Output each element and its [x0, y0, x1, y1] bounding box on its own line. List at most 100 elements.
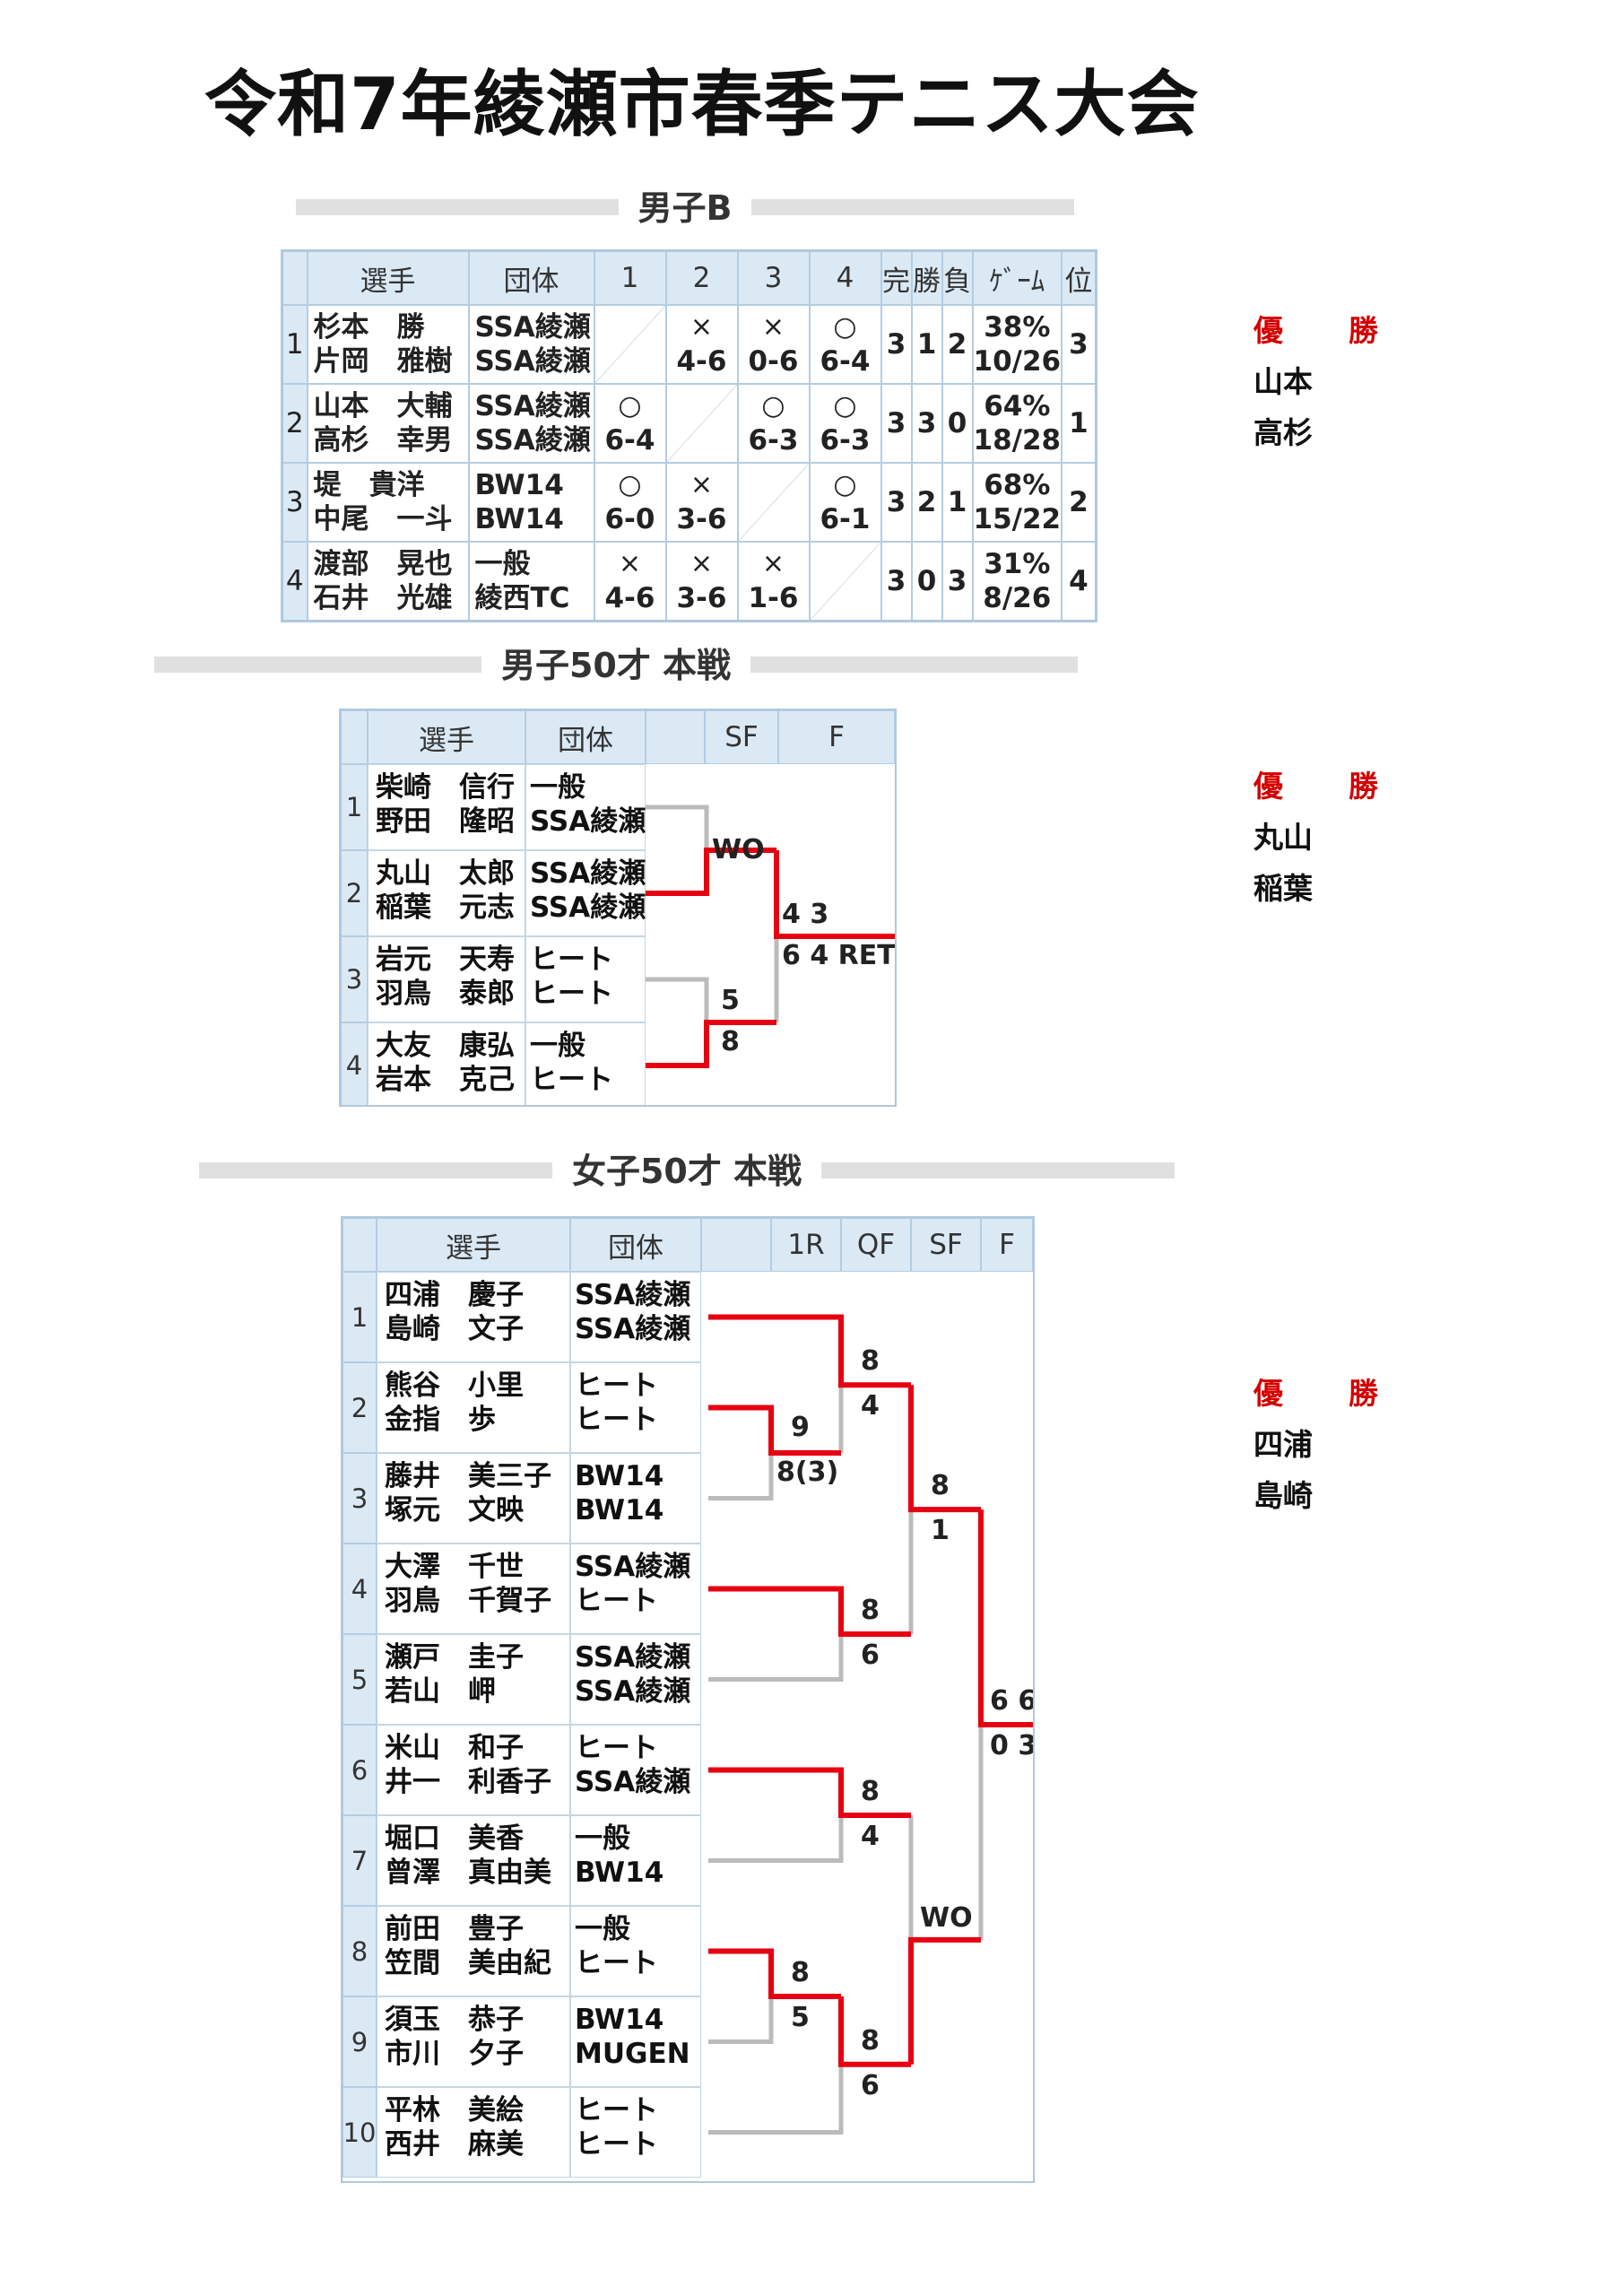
table-header-row: 選手 団体 1 2 3 4 完 勝 負 ｹﾞｰﾑ 位: [281, 249, 1097, 306]
seed-number: 7: [343, 1815, 377, 1906]
team-name: 一般: [575, 1913, 630, 1945]
bracket-col-header: SF: [705, 710, 778, 764]
team-name: SSA綾瀬: [575, 1641, 691, 1674]
match-score: 8: [791, 1957, 810, 1988]
game-fraction: 18/28: [973, 424, 1062, 457]
player-name: 金指 歩: [385, 1404, 496, 1436]
result-score: 0-6: [748, 345, 799, 378]
team-names: ヒートヒート: [525, 936, 646, 1022]
result-mark: ×: [618, 548, 642, 579]
match-result: ○6-3: [808, 383, 882, 464]
col-header: 2: [664, 249, 739, 306]
bracket-col-header: [341, 710, 368, 764]
bracket-col-header: QF: [841, 1218, 911, 1272]
player-name: 大友 康弘: [376, 1030, 515, 1062]
team-name: SSA綾瀬: [575, 1766, 691, 1798]
winner-men-50: 優 勝 丸山 稲葉: [1253, 761, 1396, 914]
result-mark: ○: [761, 390, 785, 422]
seed-number: 2: [343, 1362, 377, 1453]
bracket-line-winner: [708, 1586, 911, 1637]
bracket-col-header: [646, 710, 705, 764]
player-names: 渡部 晃也石井 光雄: [306, 541, 470, 622]
bracket-lines: [646, 804, 895, 1068]
result-score: 6-1: [820, 503, 871, 535]
team-name: SSA綾瀬: [474, 390, 591, 422]
col-header: 4: [808, 249, 882, 306]
team-name: ヒート: [575, 1947, 658, 1979]
player-name: 羽鳥 泰郎: [376, 978, 515, 1010]
win-count: 0: [910, 541, 943, 622]
team-name: 一般: [530, 1030, 585, 1062]
bracket-col-header: 団体: [570, 1218, 701, 1272]
team-name: SSA綾瀬: [474, 424, 591, 457]
result-mark: ○: [618, 469, 642, 500]
team-name: SSA綾瀬: [530, 891, 646, 924]
result-mark: ×: [690, 311, 714, 343]
game-ratio: 68%15/22: [971, 462, 1063, 543]
bracket-line-winner: [908, 1385, 981, 1513]
team-name: ヒート: [530, 978, 613, 1010]
player-names: 大友 康弘岩本 克己: [368, 1022, 525, 1105]
bracket-line-loser: [708, 2064, 844, 2135]
seed-number: 1: [341, 764, 368, 850]
rank: 3: [1061, 304, 1097, 385]
col-header: 団体: [467, 249, 595, 306]
team-names: 一般ヒート: [570, 1906, 701, 1996]
player-name: 大澤 千世: [385, 1551, 524, 1583]
game-percent: 31%: [984, 548, 1051, 580]
bracket-line-winner: [774, 850, 895, 939]
game-percent: 68%: [984, 469, 1051, 501]
section-title: 女子50才 本戦: [551, 1143, 822, 1193]
match-score: 8: [861, 1345, 880, 1378]
bracket-line-loser: [646, 804, 709, 850]
game-fraction: 15/22: [973, 503, 1062, 535]
player-names: 平林 美絵西井 麻美: [377, 2087, 570, 2178]
bracket-col-header: 選手: [368, 710, 525, 764]
match-result: ○6-0: [593, 462, 667, 543]
team-name: 綾西TC: [474, 582, 570, 614]
match-score: 9: [791, 1412, 810, 1443]
match-score: 5: [791, 2002, 810, 2033]
bracket-line-loser: [708, 1996, 774, 2044]
match-score: 8: [861, 1776, 880, 1807]
bracket-col-header: [701, 1218, 771, 1272]
col-header: 3: [736, 249, 811, 306]
team-name: ヒート: [575, 1404, 658, 1436]
loss-count: 1: [941, 462, 974, 543]
player-name: 西井 麻美: [385, 2128, 524, 2161]
player-name: 丸山 太郎: [376, 857, 515, 890]
section-title: 男子50才 本戦: [481, 637, 751, 687]
self-match-cell: [808, 541, 882, 622]
game-percent: 64%: [984, 390, 1051, 422]
match-score: 6: [861, 2069, 880, 2101]
player-name: 市川 夕子: [385, 2038, 524, 2070]
bracket-col-header: SF: [911, 1218, 981, 1272]
player-name: 井一 利香子: [385, 1766, 551, 1798]
match-result: ○6-4: [593, 383, 667, 464]
player-names: 熊谷 小里金指 歩: [377, 1362, 570, 1453]
match-score: 6: [861, 1639, 880, 1671]
bracket-line-winner: [708, 1314, 911, 1388]
player-name: 羽鳥 千賀子: [385, 1585, 551, 1617]
team-name: SSA綾瀬: [575, 1675, 691, 1708]
match-result: ×4-6: [593, 541, 667, 622]
bracket-line-winner: [978, 1509, 1033, 1727]
match-result: ×4-6: [664, 304, 739, 385]
win-count: 1: [910, 304, 943, 385]
player-names: 堀口 美香曾澤 真由美: [377, 1815, 570, 1906]
game-fraction: 8/26: [983, 582, 1052, 614]
bracket-lines: [708, 1314, 1033, 2135]
self-match-cell: [736, 462, 811, 543]
bracket-line-loser: [708, 1815, 844, 1863]
game-ratio: 38%10/26: [971, 304, 1063, 385]
page-title: 令和7年綾瀬市春季テニス大会: [204, 63, 1200, 146]
